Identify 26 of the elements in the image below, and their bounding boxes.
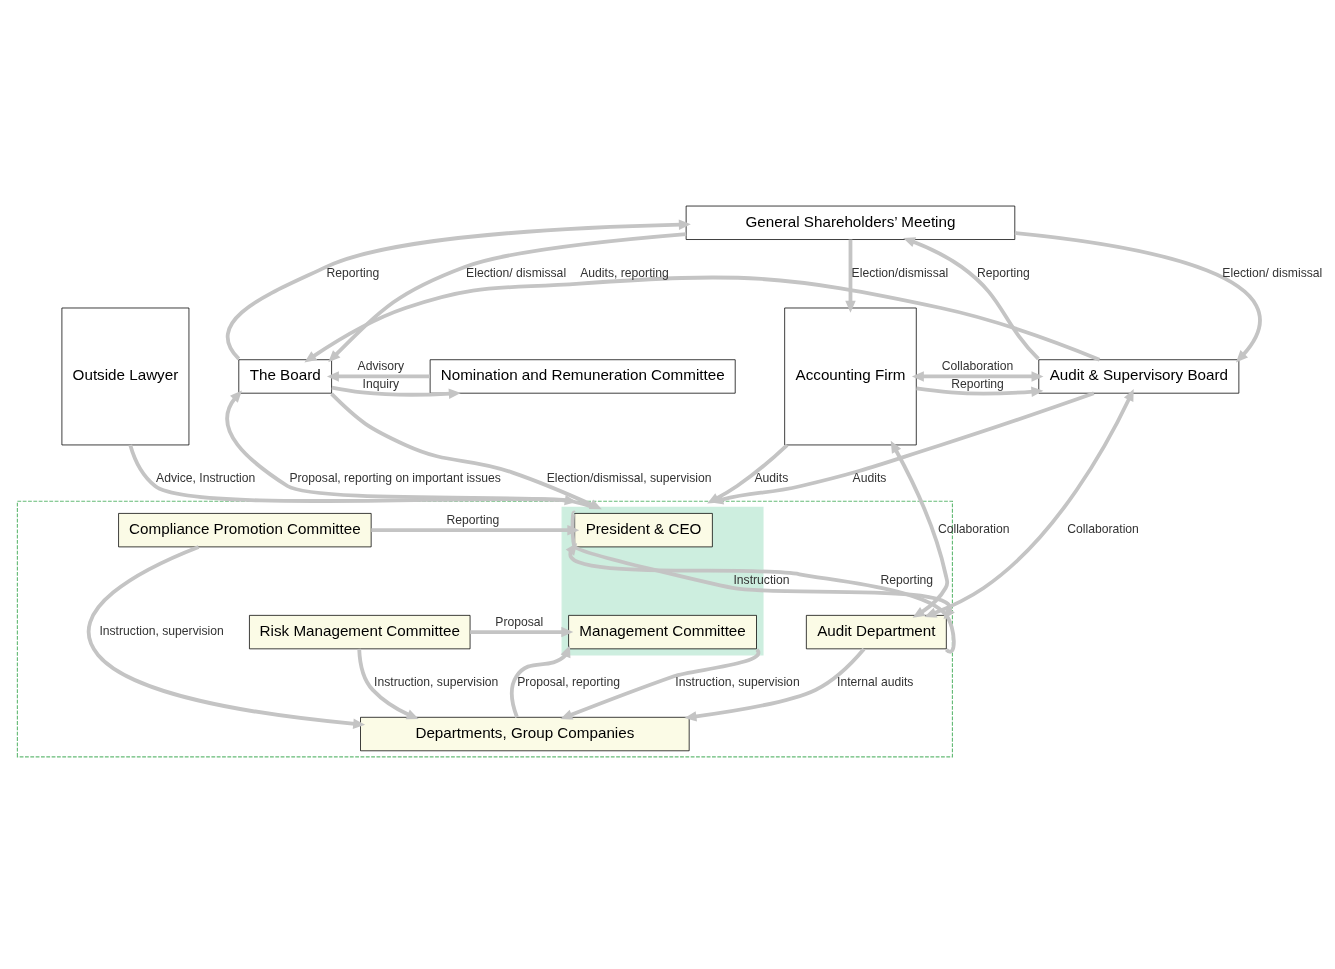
edge-label: Audits, reporting bbox=[580, 265, 669, 280]
edge-label: Election/dismissal, supervision bbox=[546, 471, 712, 486]
edge-label: Instruction, supervision bbox=[675, 674, 800, 689]
edge-label: Election/ dismissal bbox=[466, 265, 567, 280]
edge-label: Election/dismissal bbox=[851, 265, 949, 280]
edge-label: Reporting bbox=[880, 573, 934, 588]
edge-label: Collaboration bbox=[1067, 522, 1139, 537]
edge-label: Proposal bbox=[495, 614, 544, 629]
edge-label: Instruction, supervision bbox=[374, 674, 499, 689]
edge-label: Internal audits bbox=[837, 674, 914, 689]
edge-label: Audits bbox=[754, 471, 789, 486]
edge-label: Reporting bbox=[951, 377, 1004, 392]
edge-label: Reporting bbox=[446, 512, 500, 527]
edge-label: Advice, Instruction bbox=[156, 471, 256, 486]
edge-label: Election/ dismissal bbox=[1222, 265, 1323, 280]
edge-label: Collaboration bbox=[937, 522, 1010, 537]
edge-label: Collaboration bbox=[941, 359, 1014, 374]
edge-label: Reporting bbox=[977, 265, 1030, 280]
edge-label: Instruction, supervision bbox=[99, 623, 224, 638]
edge-label: Instruction bbox=[733, 573, 790, 588]
edge-label: Reporting bbox=[326, 265, 380, 280]
edge-label: Proposal, reporting bbox=[517, 674, 620, 689]
edge-label: Audits bbox=[852, 471, 887, 486]
edge-label: Advisory bbox=[357, 359, 405, 374]
edge-label: Inquiry bbox=[362, 377, 400, 392]
edge-label: Proposal, reporting on important issues bbox=[289, 471, 501, 486]
